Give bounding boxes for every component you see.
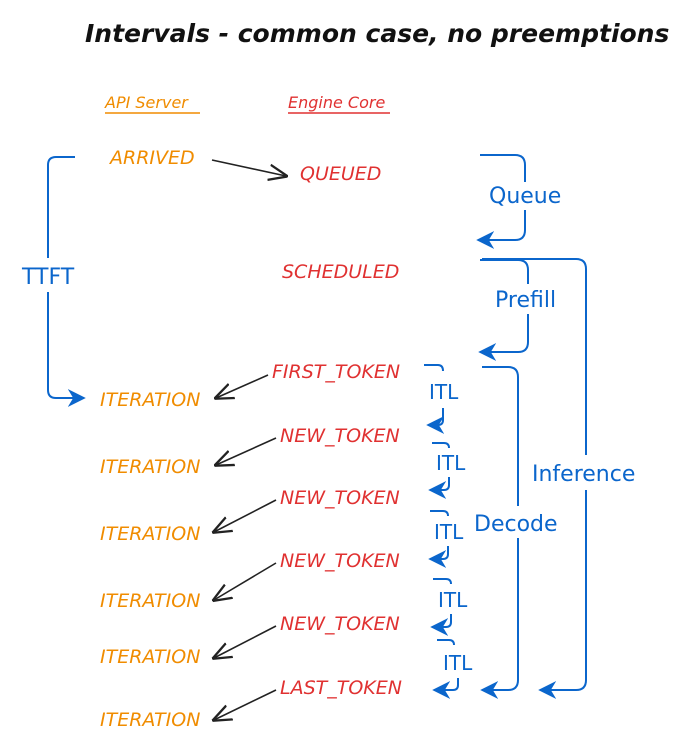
state-iteration: ITERATION (100, 590, 200, 612)
state-arrived: ARRIVED (108, 147, 195, 169)
ttft-label: TTFT (21, 265, 75, 290)
state-iteration: ITERATION (100, 456, 200, 478)
state-new-token: NEW_TOKEN (280, 425, 400, 447)
itl-intervals: ITL ITL ITL ITL ITL (424, 364, 473, 690)
prefill-label: Prefill (495, 288, 556, 313)
itl-label: ITL (438, 588, 468, 612)
state-iteration: ITERATION (100, 523, 200, 545)
itl-label: ITL (434, 520, 464, 544)
itl-label: ITL (436, 451, 466, 475)
queue-bracket (478, 154, 526, 240)
inference-label: Inference (532, 462, 635, 487)
state-new-token: NEW_TOKEN (280, 487, 400, 509)
state-iteration: ITERATION (100, 709, 200, 731)
arrow-token-to-iteration (216, 437, 277, 465)
itl-label: ITL (429, 380, 459, 404)
state-queued: QUEUED (300, 163, 381, 185)
itl-bracket (434, 639, 459, 690)
ttft-bracket (47, 156, 84, 398)
transition-arrows (211, 159, 286, 720)
state-iteration: ITERATION (100, 646, 200, 668)
state-last-token: LAST_TOKEN (280, 677, 402, 699)
itl-bracket (430, 442, 450, 490)
itl-bracket (430, 510, 449, 559)
arrow-token-to-iteration (214, 499, 277, 532)
diagram-title: Intervals - common case, no preemptions (85, 19, 669, 48)
decode-bracket (482, 366, 519, 690)
engine-core-header: Engine Core (288, 93, 385, 112)
arrow-token-to-iteration (214, 562, 277, 600)
state-scheduled: SCHEDULED (282, 261, 399, 283)
arrow-token-to-iteration (214, 689, 277, 720)
state-new-token: NEW_TOKEN (280, 550, 400, 572)
state-first-token: FIRST_TOKEN (272, 361, 400, 383)
inference-bracket (482, 258, 587, 690)
state-iteration: ITERATION (100, 389, 200, 411)
arrow-arrived-to-queued (211, 159, 286, 176)
state-new-token: NEW_TOKEN (280, 613, 400, 635)
arrow-token-to-iteration (216, 374, 269, 398)
itl-bracket (424, 364, 443, 425)
queue-label: Queue (489, 184, 561, 209)
decode-label: Decode (474, 512, 558, 537)
arrow-token-to-iteration (214, 625, 277, 658)
api-server-header: API Server (104, 93, 189, 112)
itl-bracket (432, 578, 452, 627)
itl-label: ITL (443, 651, 473, 675)
